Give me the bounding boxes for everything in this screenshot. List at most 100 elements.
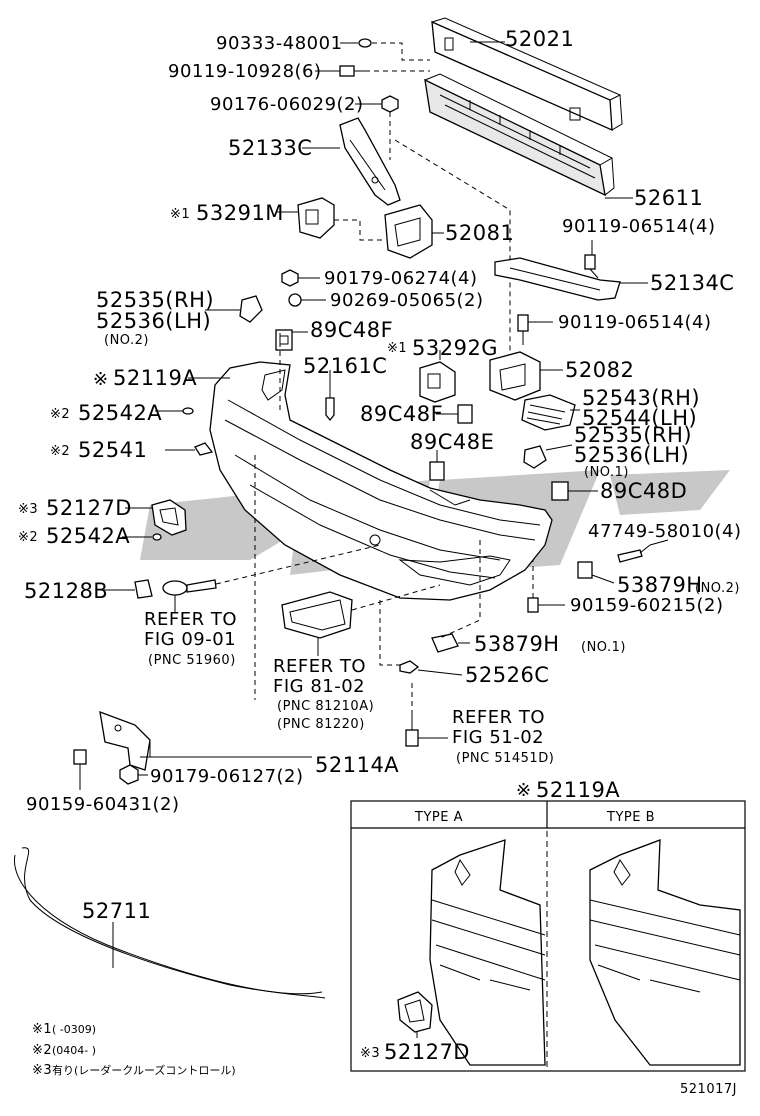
mark-2a: ※2 bbox=[50, 407, 70, 422]
mark-3-inset: ※3 bbox=[360, 1046, 380, 1061]
molding-52711 bbox=[13, 847, 326, 999]
label-no1-a: (NO.1) bbox=[584, 465, 629, 480]
label-52536-lh-a: 52536(LH) bbox=[96, 309, 211, 333]
inset-panel bbox=[350, 800, 746, 1072]
clip-52535-no1 bbox=[523, 445, 547, 469]
label-52119a: 52119A bbox=[113, 366, 197, 390]
label-89c48e: 89C48E bbox=[410, 430, 494, 454]
mark-1a: ※1 bbox=[170, 207, 190, 222]
note-2-mark: ※2 bbox=[32, 1043, 52, 1058]
mark-2c: ※2 bbox=[18, 530, 38, 545]
label-52542a-lower: 52542A bbox=[46, 524, 130, 548]
note-3-text: 有り(レーダークルーズコントロール) bbox=[52, 1063, 236, 1077]
refer1-line3: (PNC 51960) bbox=[148, 653, 236, 668]
nut-52526c bbox=[399, 660, 420, 674]
bumper-cover-52119a bbox=[209, 361, 553, 601]
refer2-line4: (PNC 81220) bbox=[277, 717, 365, 732]
nut-icon bbox=[381, 95, 399, 113]
label-52081: 52081 bbox=[445, 221, 514, 245]
label-90179-06127: 90179-06127(2) bbox=[150, 766, 304, 787]
label-52133c: 52133C bbox=[228, 136, 312, 160]
absorber-52611 bbox=[424, 73, 615, 197]
support-52081 bbox=[384, 204, 433, 259]
label-52082: 52082 bbox=[565, 358, 634, 382]
nut-icon-2 bbox=[281, 269, 299, 287]
label-52021: 52021 bbox=[505, 27, 574, 51]
note-1-text: ( -0309) bbox=[52, 1023, 96, 1036]
label-52543-rh: 52543(RH) bbox=[582, 386, 700, 410]
mark-2b: ※2 bbox=[50, 444, 70, 459]
refer1-line2: FIG 09-01 bbox=[144, 629, 236, 650]
label-90333-48001: 90333-48001 bbox=[216, 33, 343, 54]
label-52128b: 52128B bbox=[24, 579, 108, 603]
label-90176-06029: 90176-06029(2) bbox=[210, 94, 364, 115]
label-90159-60431: 90159-60431(2) bbox=[26, 794, 180, 815]
label-53292g: 53292G bbox=[412, 336, 498, 360]
note-2-text: (0404- ) bbox=[52, 1044, 96, 1057]
inset-label-52127d: 52127D bbox=[384, 1040, 470, 1064]
bracket-53291m bbox=[297, 197, 335, 239]
refer2-line2: FIG 81-02 bbox=[273, 676, 365, 697]
label-52611: 52611 bbox=[634, 186, 703, 210]
bolt-90159-60431 bbox=[73, 749, 87, 790]
inset-title: 52119A bbox=[536, 778, 620, 802]
retainer-52161c bbox=[325, 370, 335, 422]
type-a-label: TYPE A bbox=[414, 810, 463, 825]
bolt-icon-upper bbox=[584, 254, 599, 279]
clip-53879h-no1 bbox=[431, 633, 459, 653]
tow-hook bbox=[162, 579, 217, 596]
label-53879h-a: 53879H bbox=[617, 573, 703, 597]
clip-89c48f-mid bbox=[457, 404, 473, 424]
label-52541: 52541 bbox=[78, 438, 147, 462]
grommet-icon bbox=[358, 38, 372, 48]
clip-89c48d bbox=[551, 481, 569, 501]
label-52542a: 52542A bbox=[78, 401, 162, 425]
inset-mark: ※ bbox=[516, 780, 532, 801]
refer3-line2: FIG 51-02 bbox=[452, 727, 544, 748]
label-no2-b: (NO.2) bbox=[695, 581, 740, 596]
note-1-mark: ※1 bbox=[32, 1022, 52, 1037]
mark-kome-a: ※ bbox=[93, 369, 109, 390]
refer3-line3: (PNC 51451D) bbox=[456, 751, 554, 766]
bolt-90159-60215 bbox=[527, 597, 539, 613]
label-90269-05065: 90269-05065(2) bbox=[330, 290, 484, 311]
figure-code: 521017J bbox=[680, 1082, 737, 1097]
label-53291m: 53291M bbox=[196, 201, 284, 225]
screw-icon bbox=[288, 293, 326, 307]
bracket-52133c bbox=[339, 117, 401, 206]
clip-89c48e bbox=[429, 461, 445, 481]
bolt-icon bbox=[339, 65, 365, 77]
cover-52541 bbox=[194, 442, 214, 456]
type-b-bumper bbox=[589, 839, 741, 1066]
cap-icon-lower bbox=[152, 533, 162, 541]
label-no2-a: (NO.2) bbox=[104, 333, 149, 348]
label-52161c: 52161C bbox=[303, 354, 387, 378]
clip-53879h-no2 bbox=[577, 561, 593, 579]
fog-lamp bbox=[281, 591, 353, 639]
label-52114a: 52114A bbox=[315, 753, 399, 777]
type-a-bumper bbox=[429, 839, 546, 1066]
cap-52128b bbox=[134, 579, 153, 599]
grille-52543 bbox=[521, 394, 576, 431]
bracket-53292g bbox=[419, 361, 456, 403]
label-53879h-b: 53879H bbox=[474, 632, 560, 656]
type-b-label: TYPE B bbox=[606, 810, 655, 825]
note-3-mark: ※3 bbox=[32, 1063, 52, 1078]
mark-3a: ※3 bbox=[18, 502, 38, 517]
refer2-line3: (PNC 81210A) bbox=[277, 699, 374, 714]
label-89c48d: 89C48D bbox=[600, 479, 687, 503]
bracket-52114a bbox=[99, 710, 151, 771]
bracket-52127d bbox=[151, 499, 187, 536]
label-52526c: 52526C bbox=[465, 663, 549, 687]
label-52536-lh-b: 52536(LH) bbox=[574, 443, 689, 467]
labels: 52021 90333-48001 90119-10928(6) 90176-0… bbox=[18, 27, 741, 1097]
bracket-52134c bbox=[494, 257, 621, 301]
clip-52535-no2 bbox=[239, 295, 263, 323]
label-52544-lh: 52544(LH) bbox=[582, 406, 697, 430]
screw-47749 bbox=[617, 544, 651, 563]
nut-90179-06127 bbox=[119, 764, 139, 785]
refer1-line1: REFER TO bbox=[144, 609, 237, 630]
label-52134c: 52134C bbox=[650, 271, 734, 295]
label-52535-rh-a: 52535(RH) bbox=[96, 288, 214, 312]
